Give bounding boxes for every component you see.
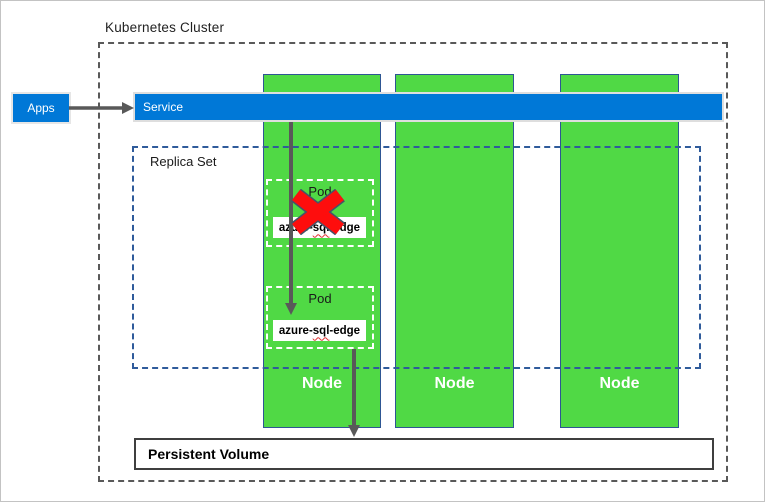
node-2-label: Node bbox=[434, 375, 475, 392]
pod-2-box: Pod bbox=[266, 286, 374, 349]
persistent-volume-box: Persistent Volume bbox=[134, 438, 714, 470]
cluster-title: Kubernetes Cluster bbox=[105, 20, 225, 35]
node-3: Node bbox=[560, 74, 679, 428]
node-3-label: Node bbox=[599, 375, 640, 392]
node-1: Node bbox=[263, 74, 381, 428]
node-1-label: Node bbox=[302, 375, 342, 392]
kubernetes-cluster-boundary bbox=[98, 42, 728, 482]
service-bar: Service bbox=[133, 92, 724, 122]
failed-pod-cross-icon bbox=[291, 189, 345, 235]
pod-to-volume-arrow-icon bbox=[348, 349, 360, 437]
service-label: Service bbox=[143, 100, 184, 114]
container-name-part-typo: sql bbox=[312, 324, 330, 337]
persistent-volume-label: Persistent Volume bbox=[148, 446, 270, 462]
apps-label: Apps bbox=[27, 101, 55, 115]
apps-to-service-arrow-icon bbox=[69, 102, 134, 114]
apps-box: Apps bbox=[13, 94, 69, 122]
pod-2-container-name: azure-sql-edge bbox=[273, 320, 366, 341]
container-name-part: azure- bbox=[278, 324, 313, 337]
container-name-part: -edge bbox=[329, 324, 361, 337]
node-2: Node bbox=[395, 74, 514, 428]
replica-set-boundary: Replica Set bbox=[132, 146, 701, 369]
pod-1-box: Pod bbox=[266, 179, 374, 247]
replica-set-label: Replica Set bbox=[150, 154, 217, 169]
pod-1-label: Pod bbox=[308, 184, 332, 199]
service-to-pod-arrow-icon bbox=[285, 122, 297, 315]
pod-2-label: Pod bbox=[308, 291, 332, 306]
